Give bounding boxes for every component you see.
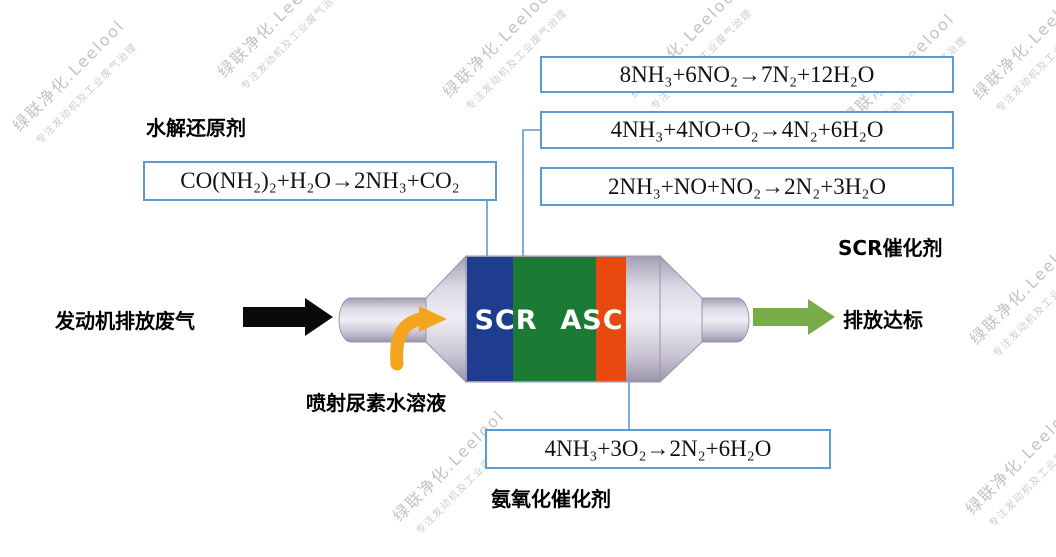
equation-ammonia-oxidation: 4NH₃+3O₂→2N₂+6H₂O: [544, 436, 772, 461]
scr-section-label: SCR: [474, 305, 537, 336]
label-hydrolysis-agent: 水解还原剂: [146, 116, 246, 140]
label-scr-catalyst: SCR催化剂: [838, 236, 943, 260]
mid-catalyst-section: [513, 257, 596, 381]
exhaust-in-arrow: [243, 298, 333, 336]
urea-arrow-curve: [390, 312, 427, 371]
label-emission-ok: 排放达标: [843, 308, 923, 332]
equation-standard-scr: 4NH₃+4NO+O₂→4N₂+6H₂O: [610, 117, 884, 142]
equation-box-urea-hydrolysis: CO(NH₂)₂+H₂O→2NH₃+CO₂: [143, 161, 497, 201]
label-engine-exhaust: 发动机排放废气: [55, 309, 195, 333]
catalytic-converter: SCR ASC: [338, 254, 750, 384]
equation-urea-hydrolysis: CO(NH₂)₂+H₂O→2NH₃+CO₂: [180, 168, 460, 193]
equation-fast-scr: 2NH₃+NO+NO₂→2N₂+3H₂O: [608, 173, 886, 199]
urea-injection-arrow: [390, 306, 447, 371]
equation-box-no2-scr: 8NH₃+6NO₂→7N₂+12H₂O: [540, 56, 954, 93]
asc-catalyst-section: [596, 257, 626, 381]
scr-catalyst-section: [467, 257, 513, 381]
clean-exhaust-arrow: [753, 299, 835, 335]
outlet-cone: [659, 254, 703, 384]
connector-line-scr-equations: [522, 129, 540, 257]
equation-box-standard-scr: 4NH₃+4NO+O₂→4N₂+6H₂O: [540, 111, 954, 149]
equation-box-fast-scr: 2NH₃+NO+NO₂→2N₂+3H₂O: [540, 167, 954, 206]
urea-arrow-head: [419, 306, 447, 332]
equation-no2-scr: 8NH₃+6NO₂→7N₂+12H₂O: [619, 61, 875, 87]
outlet-pipe: [701, 297, 750, 343]
equation-box-ammonia-oxidation: 4NH₃+3O₂→2N₂+6H₂O: [485, 429, 831, 469]
label-urea-injection: 喷射尿素水溶液: [306, 391, 446, 415]
label-ammonia-oxidation-catalyst: 氨氧化催化剂: [491, 487, 611, 511]
asc-section-label: ASC: [560, 305, 623, 336]
